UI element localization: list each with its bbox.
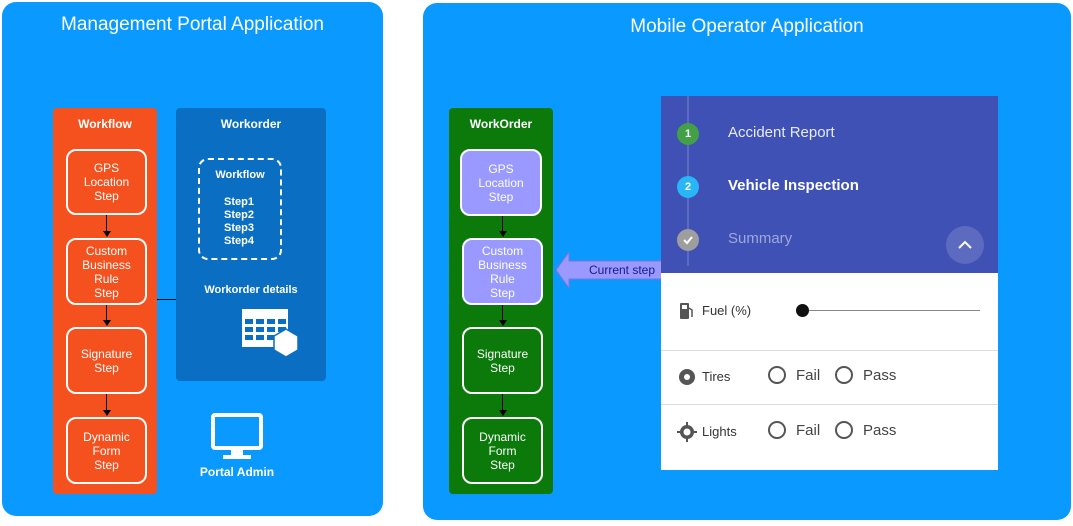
table-icon — [242, 309, 302, 364]
mobile-inspection-form: Fuel (%) Tires Fail Pass Lights Fail Pas… — [661, 273, 998, 470]
management-portal-title: Management Portal Application — [61, 14, 324, 35]
mobile-workorder-title: WorkOrder — [469, 117, 533, 131]
lights-pass-radio[interactable] — [835, 421, 853, 439]
divider — [661, 404, 998, 405]
tires-pass-radio[interactable] — [835, 366, 853, 384]
mobile-step-dynamic-form: Dynamic Form Step — [462, 417, 543, 484]
workflow-step-signature: Signature Step — [66, 327, 147, 394]
stepper-label-accident-report[interactable]: Accident Report — [728, 124, 835, 141]
workflow-arrowhead-3 — [103, 410, 111, 416]
mobile-stepper-header: 1 Accident Report 2 Vehicle Inspection S… — [661, 96, 998, 273]
lights-fail-label: Fail — [796, 422, 821, 439]
workflow-column: Workflow GPS Location Step Custom Busine… — [53, 108, 157, 494]
workorder-details-label: Workorder details — [204, 284, 298, 296]
mobile-operator-panel: Mobile Operator Application WorkOrder GP… — [423, 3, 1071, 520]
current-step-label: Current step — [588, 263, 656, 277]
workflow-arrow-3 — [106, 394, 107, 411]
mobile-step-gps: GPS Location Step — [460, 149, 542, 216]
workflow-arrow-2 — [106, 305, 107, 321]
workorder-inner-title: Workflow — [215, 169, 265, 181]
mobile-arrow-2 — [502, 305, 503, 321]
stepper-label-vehicle-inspection[interactable]: Vehicle Inspection — [728, 177, 859, 194]
tires-pass-label: Pass — [863, 367, 897, 384]
mobile-step-business-rule: Custom Business Rule Step — [462, 238, 543, 305]
divider — [661, 350, 998, 351]
lights-label: Lights — [702, 424, 737, 439]
gear-icon — [677, 422, 697, 442]
mobile-arrowhead-3 — [499, 410, 507, 416]
monitor-icon — [211, 413, 263, 461]
workorder-column: Workorder Workflow Step1 Step2 Step3 Ste… — [176, 108, 326, 381]
tires-fail-label: Fail — [796, 367, 821, 384]
fuel-slider-thumb[interactable] — [796, 304, 809, 317]
workorder-inner-steps: Step1 Step2 Step3 Step4 — [224, 196, 254, 247]
fuel-icon — [679, 301, 695, 321]
workflow-arrowhead-1 — [103, 231, 111, 237]
tire-icon — [678, 368, 696, 386]
workflow-arrowhead-2 — [103, 320, 111, 326]
mobile-step-signature: Signature Step — [462, 327, 543, 394]
mobile-arrowhead-1 — [499, 231, 507, 237]
tires-label: Tires — [702, 369, 731, 384]
workflow-step-business-rule: Custom Business Rule Step — [66, 238, 147, 305]
tires-fail-radio[interactable] — [768, 366, 786, 384]
mobile-arrow-3 — [502, 394, 503, 411]
collapse-button[interactable] — [946, 226, 984, 264]
mobile-workorder-column: WorkOrder GPS Location Step Custom Busin… — [449, 108, 553, 494]
workorder-inner-workflow: Workflow Step1 Step2 Step3 Step4 — [198, 158, 282, 260]
workorder-title: Workorder — [220, 117, 282, 131]
fuel-label: Fuel (%) — [702, 303, 752, 318]
workflow-title: Workflow — [78, 117, 132, 131]
management-portal-panel: Management Portal Application Workflow G… — [2, 2, 383, 516]
workflow-step-gps: GPS Location Step — [66, 149, 147, 215]
stepper-circle-1: 1 — [677, 123, 699, 145]
chevron-up-icon — [958, 240, 972, 249]
stepper-label-summary[interactable]: Summary — [728, 230, 793, 247]
lights-fail-radio[interactable] — [768, 421, 786, 439]
fuel-slider-track[interactable] — [802, 310, 980, 311]
workflow-step-dynamic-form: Dynamic Form Step — [66, 417, 147, 484]
mobile-operator-title: Mobile Operator Application — [630, 16, 864, 37]
check-icon — [677, 229, 699, 251]
portal-admin-label: Portal Admin — [199, 465, 275, 479]
mobile-arrowhead-2 — [499, 320, 507, 326]
mobile-arrow-1 — [502, 216, 503, 232]
stepper-circle-2: 2 — [677, 176, 699, 198]
current-step-callout: Current step — [555, 250, 676, 290]
workflow-arrow-1 — [106, 215, 107, 232]
lights-pass-label: Pass — [863, 422, 897, 439]
